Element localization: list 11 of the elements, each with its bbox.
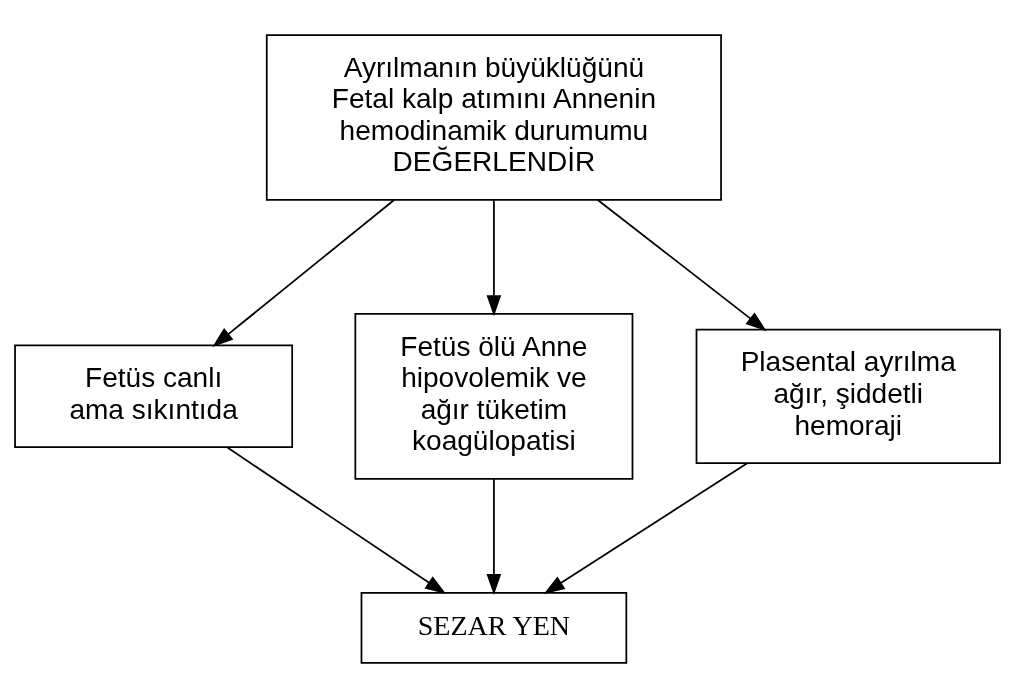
- arrow: [486, 199, 502, 317]
- arrow: [212, 199, 395, 348]
- node-box: Plasental ayrılma ağır, şiddetli hemoraji: [695, 328, 1001, 464]
- node-box: Fetüs ölü Anne hipovolemik ve ağır tüketim koagülopatisi: [354, 313, 634, 480]
- node-box: SEZAR YEN: [360, 591, 628, 664]
- node-box: Ayrılmanın büyüklüğünü Fetal kalp atımını Annenin hemodinamik durumumu DEĞERLENDİR: [265, 34, 722, 201]
- arrow: [226, 446, 447, 595]
- arrow: [486, 478, 502, 595]
- node-box: Fetüs canlı ama sıkıntıda: [14, 344, 294, 449]
- arrow: [543, 462, 749, 595]
- arrow: [596, 199, 767, 332]
